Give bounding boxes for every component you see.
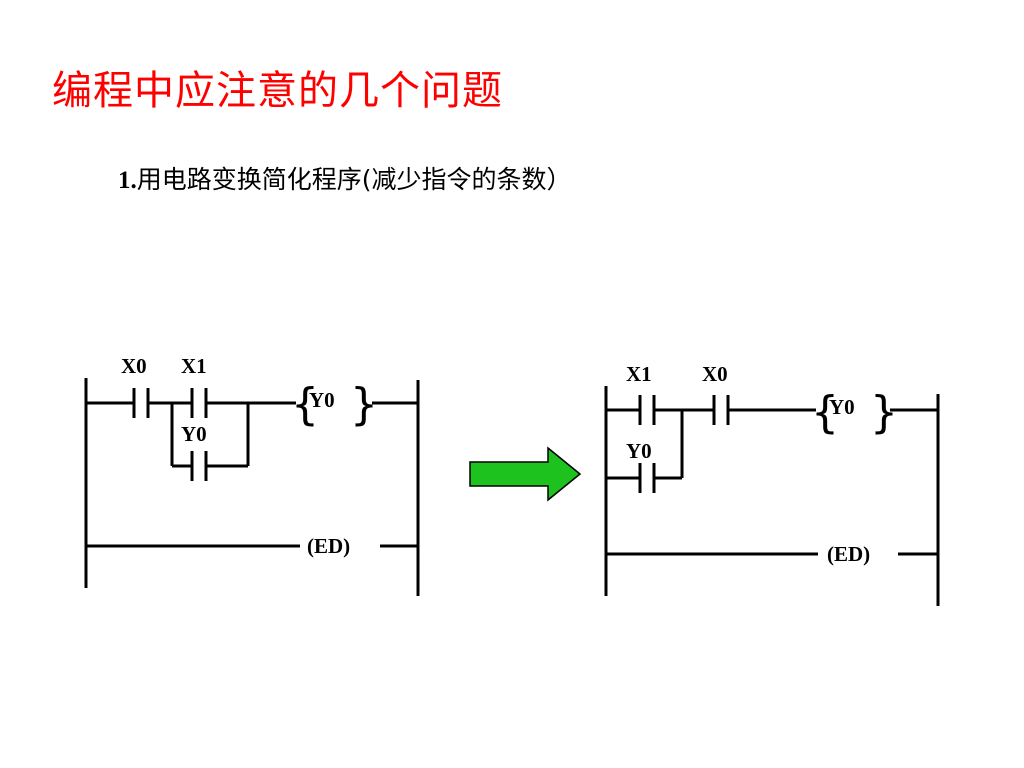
left-contact-y0	[190, 451, 208, 481]
right-end-label: (ED)	[827, 542, 870, 566]
right-coil-close: }	[870, 387, 898, 438]
left-ladder	[84, 378, 420, 596]
subtitle-text: 用电路变换简化程序(减少指令的条数）	[136, 165, 572, 194]
right-coil-label: Y0	[829, 395, 855, 419]
right-label-x1: X1	[626, 362, 652, 386]
left-label-y0: Y0	[181, 422, 207, 446]
right-label-y0: Y0	[626, 439, 652, 463]
left-coil-close: }	[350, 379, 378, 430]
right-label-x0: X0	[702, 362, 728, 386]
right-contact-x1	[638, 395, 656, 425]
subtitle: 1.用电路变换简化程序(减少指令的条数）	[118, 160, 572, 196]
right-ladder	[604, 386, 940, 606]
left-coil-open: {	[291, 379, 319, 430]
right-contact-x0	[712, 395, 730, 425]
left-contact-x1	[190, 388, 208, 418]
arrow-icon	[469, 446, 582, 502]
left-label-x1: X1	[181, 354, 207, 378]
left-contact-x0	[132, 388, 150, 418]
slide-title: 编程中应注意的几个问题	[52, 68, 503, 114]
left-end-label: (ED)	[307, 534, 350, 558]
left-label-x0: X0	[121, 354, 147, 378]
right-contact-y0	[638, 463, 656, 493]
subtitle-number: 1.	[118, 167, 137, 194]
left-coil-label: Y0	[309, 388, 335, 412]
right-coil-open: {	[811, 387, 839, 438]
